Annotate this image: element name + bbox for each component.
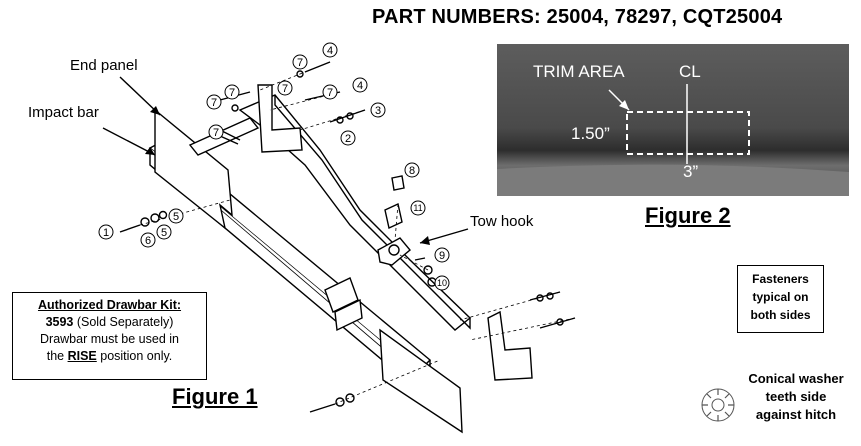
fasteners-line2: typical on bbox=[752, 290, 809, 304]
svg-text:4: 4 bbox=[357, 80, 363, 92]
conical-washer-note: Conical washer teeth side against hitch bbox=[738, 370, 854, 424]
conical-line1: Conical washer bbox=[748, 371, 844, 386]
width-dimension: 3” bbox=[683, 162, 699, 181]
conical-washer-icon bbox=[701, 388, 735, 422]
conical-line2: teeth side bbox=[765, 389, 827, 404]
svg-text:7: 7 bbox=[213, 127, 219, 139]
svg-text:3: 3 bbox=[375, 105, 381, 117]
callout-4b: 4 bbox=[352, 77, 368, 93]
part-numbers-title: PART NUMBERS: 25004, 78297, CQT25004 bbox=[372, 6, 783, 28]
figure2-photo: TRIM AREA CL 1.50” 3” bbox=[497, 44, 849, 196]
end-panel-label: End panel bbox=[70, 57, 138, 74]
svg-text:1: 1 bbox=[103, 227, 109, 239]
svg-text:7: 7 bbox=[297, 57, 303, 69]
fasteners-note: Fasteners typical on both sides bbox=[737, 265, 824, 333]
svg-text:7: 7 bbox=[229, 87, 235, 99]
svg-text:7: 7 bbox=[211, 97, 217, 109]
cl-label: CL bbox=[679, 62, 701, 81]
callout-5a: 5 bbox=[168, 208, 184, 224]
kit-part: 3593 bbox=[45, 315, 74, 329]
end-panel-right-drawing bbox=[379, 328, 463, 434]
kit-sold: (Sold Separately) bbox=[73, 315, 174, 329]
svg-text:10: 10 bbox=[437, 278, 447, 288]
trim-area-box bbox=[626, 111, 750, 155]
figure2-caption: Figure 2 bbox=[645, 203, 731, 228]
end-panel-left-drawing bbox=[154, 108, 233, 230]
svg-text:7: 7 bbox=[282, 83, 288, 95]
figure1-caption: Figure 1 bbox=[172, 384, 258, 409]
callout-9: 9 bbox=[434, 247, 450, 263]
svg-text:2: 2 bbox=[345, 133, 351, 145]
callout-3: 3 bbox=[370, 102, 386, 118]
kit-line2: Drawbar must be used in bbox=[40, 332, 179, 346]
svg-text:11: 11 bbox=[413, 203, 422, 213]
trim-area-label: TRIM AREA bbox=[533, 62, 625, 81]
callout-7b: 7 bbox=[277, 80, 293, 96]
impact-bar-label: Impact bar bbox=[28, 104, 99, 121]
height-dimension: 1.50” bbox=[571, 124, 610, 143]
svg-text:9: 9 bbox=[439, 250, 445, 262]
callout-8: 8 bbox=[404, 162, 420, 178]
svg-text:5: 5 bbox=[161, 227, 167, 239]
svg-text:6: 6 bbox=[145, 235, 151, 247]
bracket-right-drawing bbox=[487, 310, 533, 381]
callout-6: 6 bbox=[140, 232, 156, 248]
callout-1: 1 bbox=[98, 224, 114, 240]
kit-line3-post: position only. bbox=[96, 349, 173, 363]
fasteners-line1: Fasteners bbox=[752, 272, 809, 286]
conical-line3: against hitch bbox=[755, 407, 837, 422]
callout-7e: 7 bbox=[208, 124, 224, 140]
callout-5b: 5 bbox=[156, 224, 172, 240]
callout-10: 10 bbox=[434, 275, 450, 291]
fasteners-line3: both sides bbox=[750, 308, 811, 322]
kit-title: Authorized Drawbar Kit: bbox=[37, 298, 182, 312]
callout-11: 11 bbox=[410, 200, 426, 216]
svg-text:4: 4 bbox=[327, 45, 333, 57]
callout-2: 2 bbox=[340, 130, 356, 146]
kit-line3-pre: the bbox=[46, 349, 68, 363]
svg-text:7: 7 bbox=[327, 87, 333, 99]
svg-text:8: 8 bbox=[409, 165, 415, 177]
callout-7a: 7 bbox=[292, 54, 308, 70]
callout-7c: 7 bbox=[224, 84, 240, 100]
svg-text:5: 5 bbox=[173, 211, 179, 223]
callout-7d: 7 bbox=[206, 94, 222, 110]
kit-rise: RISE bbox=[67, 349, 97, 363]
drawbar-kit-note: Authorized Drawbar Kit: 3593 (Sold Separ… bbox=[12, 292, 207, 380]
callout-7f: 7 bbox=[322, 84, 338, 100]
callout-4a: 4 bbox=[322, 42, 338, 58]
tow-hook-label: Tow hook bbox=[470, 213, 534, 230]
